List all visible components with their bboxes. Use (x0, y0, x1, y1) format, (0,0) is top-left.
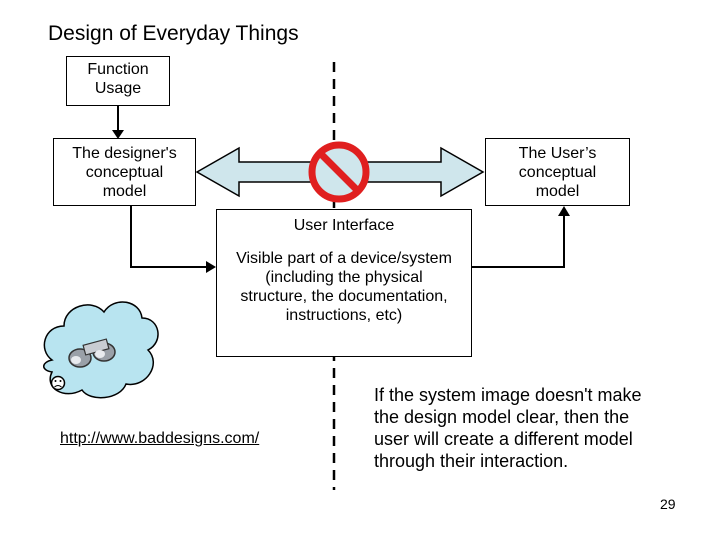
designer-line-2: conceptual (85, 164, 164, 181)
function-usage-box: Function Usage (66, 56, 170, 106)
user-line-2: conceptual (518, 164, 597, 181)
user-line-1: The User’s (518, 145, 597, 162)
ui-line-2: (including the physical (265, 269, 423, 286)
ui-to-user-arrowhead (558, 206, 570, 216)
ui-line-4: instructions, etc) (285, 307, 403, 324)
designer-line-1: The designer's (72, 145, 177, 162)
ui-line-3: structure, the documentation, (240, 288, 448, 305)
ui-line-1: Visible part of a device/system (236, 250, 452, 267)
ui-to-user-arrow (472, 214, 565, 268)
sad-face-icon (50, 375, 66, 391)
note-line-4: through their interaction. (374, 451, 569, 471)
baddesigns-link[interactable]: http://www.baddesigns.com/ (60, 430, 260, 447)
page-number: 29 (660, 496, 676, 512)
user-line-3: model (535, 183, 580, 200)
note-line-1: If the system image doesn't make (374, 385, 642, 405)
usage-label: Usage (94, 80, 142, 97)
designer-line-3: model (102, 183, 147, 200)
function-to-designer-arrowhead (112, 130, 124, 139)
note-line-2: the design model clear, then the (374, 407, 630, 427)
user-model-box: The User’s conceptual model (485, 138, 630, 206)
note-text: If the system image doesn't make the des… (374, 384, 694, 472)
binoculars-cloud-icon (43, 301, 159, 399)
user-interface-box: User Interface Visible part of a device/… (216, 209, 472, 357)
note-line-3: user will create a different model (374, 429, 633, 449)
designer-model-box: The designer's conceptual model (53, 138, 196, 206)
ui-title: User Interface (293, 217, 395, 234)
prohibition-icon (308, 141, 370, 203)
function-label: Function (87, 61, 149, 78)
page-title: Design of Everyday Things (48, 22, 299, 45)
designer-to-ui-arrow (130, 206, 208, 268)
designer-to-ui-arrowhead (206, 261, 216, 273)
